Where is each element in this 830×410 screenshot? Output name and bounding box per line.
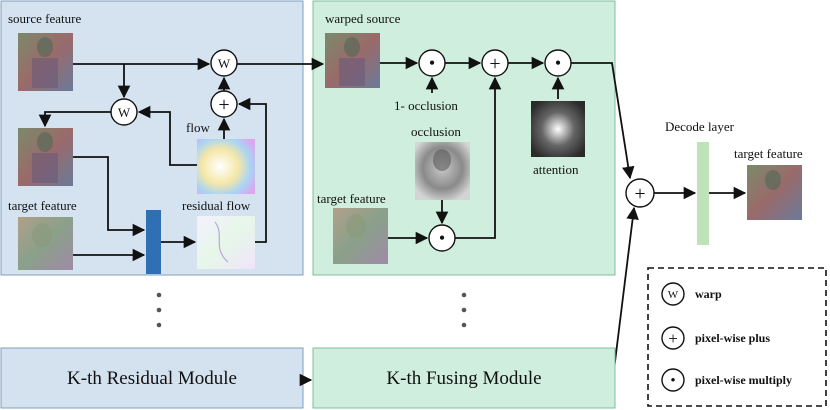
target-feature-image-fusing bbox=[333, 208, 388, 264]
svg-text:W: W bbox=[668, 289, 679, 301]
svg-text:pixel-wise multiply: pixel-wise multiply bbox=[695, 373, 792, 387]
decode-connections bbox=[612, 186, 747, 379]
svg-text:•: • bbox=[555, 53, 561, 73]
target-feature-label-fusing: target feature bbox=[317, 191, 386, 206]
source-feature-image bbox=[18, 33, 73, 91]
svg-text:+: + bbox=[668, 329, 678, 348]
warped-intermediate-image bbox=[18, 128, 73, 186]
svg-text:+: + bbox=[218, 94, 229, 116]
svg-text:W: W bbox=[218, 56, 231, 71]
residual-conv-bar bbox=[146, 210, 161, 274]
target-feature-label-residual: target feature bbox=[8, 198, 77, 213]
target-feature-output-label: target feature bbox=[734, 146, 803, 161]
decode-layer-bar bbox=[697, 142, 709, 245]
fusing-connections bbox=[380, 56, 635, 245]
svg-text:W: W bbox=[118, 105, 131, 120]
one-minus-occlusion-label: 1- occlusion bbox=[394, 98, 458, 113]
legend-warp: W warp bbox=[661, 282, 722, 306]
residual-flow-image bbox=[197, 216, 255, 269]
residual-connections bbox=[38, 57, 325, 262]
legend-multiply: • pixel-wise multiply bbox=[661, 368, 792, 392]
svg-text:warp: warp bbox=[695, 287, 722, 301]
plus-node-fusing: + bbox=[481, 49, 509, 77]
residual-flow-label: residual flow bbox=[182, 198, 251, 213]
svg-text:•: • bbox=[439, 228, 445, 248]
svg-text:•: • bbox=[670, 373, 675, 389]
kth-residual-module-box bbox=[0, 347, 304, 409]
flow-image bbox=[197, 139, 255, 194]
flow-label: flow bbox=[186, 120, 210, 135]
legend-plus: + pixel-wise plus bbox=[661, 326, 770, 350]
decode-layer-label: Decode layer bbox=[665, 119, 735, 134]
plus-node-residual: + bbox=[210, 90, 238, 118]
multiply-node-attention: • bbox=[544, 49, 572, 77]
source-feature-label: source feature bbox=[8, 11, 81, 26]
multiply-node-warped: • bbox=[418, 49, 446, 77]
residual-ellipsis bbox=[156, 292, 162, 328]
warped-source-label: warped source bbox=[325, 11, 401, 26]
fusing-ellipsis bbox=[461, 292, 467, 328]
target-feature-output-image bbox=[747, 165, 802, 220]
svg-text:+: + bbox=[634, 183, 645, 205]
multiply-node-target: • bbox=[428, 224, 456, 252]
svg-text:+: + bbox=[489, 53, 500, 75]
warped-source-image bbox=[325, 33, 380, 88]
occlusion-label: occlusion bbox=[411, 124, 461, 139]
svg-text:•: • bbox=[429, 53, 435, 73]
attention-image bbox=[531, 101, 585, 157]
kth-residual-module-label: K-th Residual Module bbox=[67, 368, 237, 389]
svg-text:pixel-wise plus: pixel-wise plus bbox=[695, 331, 770, 345]
kth-fusing-module-label: K-th Fusing Module bbox=[386, 368, 541, 389]
target-feature-image-residual bbox=[18, 217, 73, 270]
warp-node-top: W bbox=[210, 49, 238, 77]
kth-fusing-module-box bbox=[312, 347, 616, 409]
plus-node-decode: + bbox=[625, 178, 655, 208]
warp-node-left: W bbox=[110, 98, 138, 126]
occlusion-image bbox=[415, 142, 470, 200]
attention-label: attention bbox=[533, 162, 579, 177]
